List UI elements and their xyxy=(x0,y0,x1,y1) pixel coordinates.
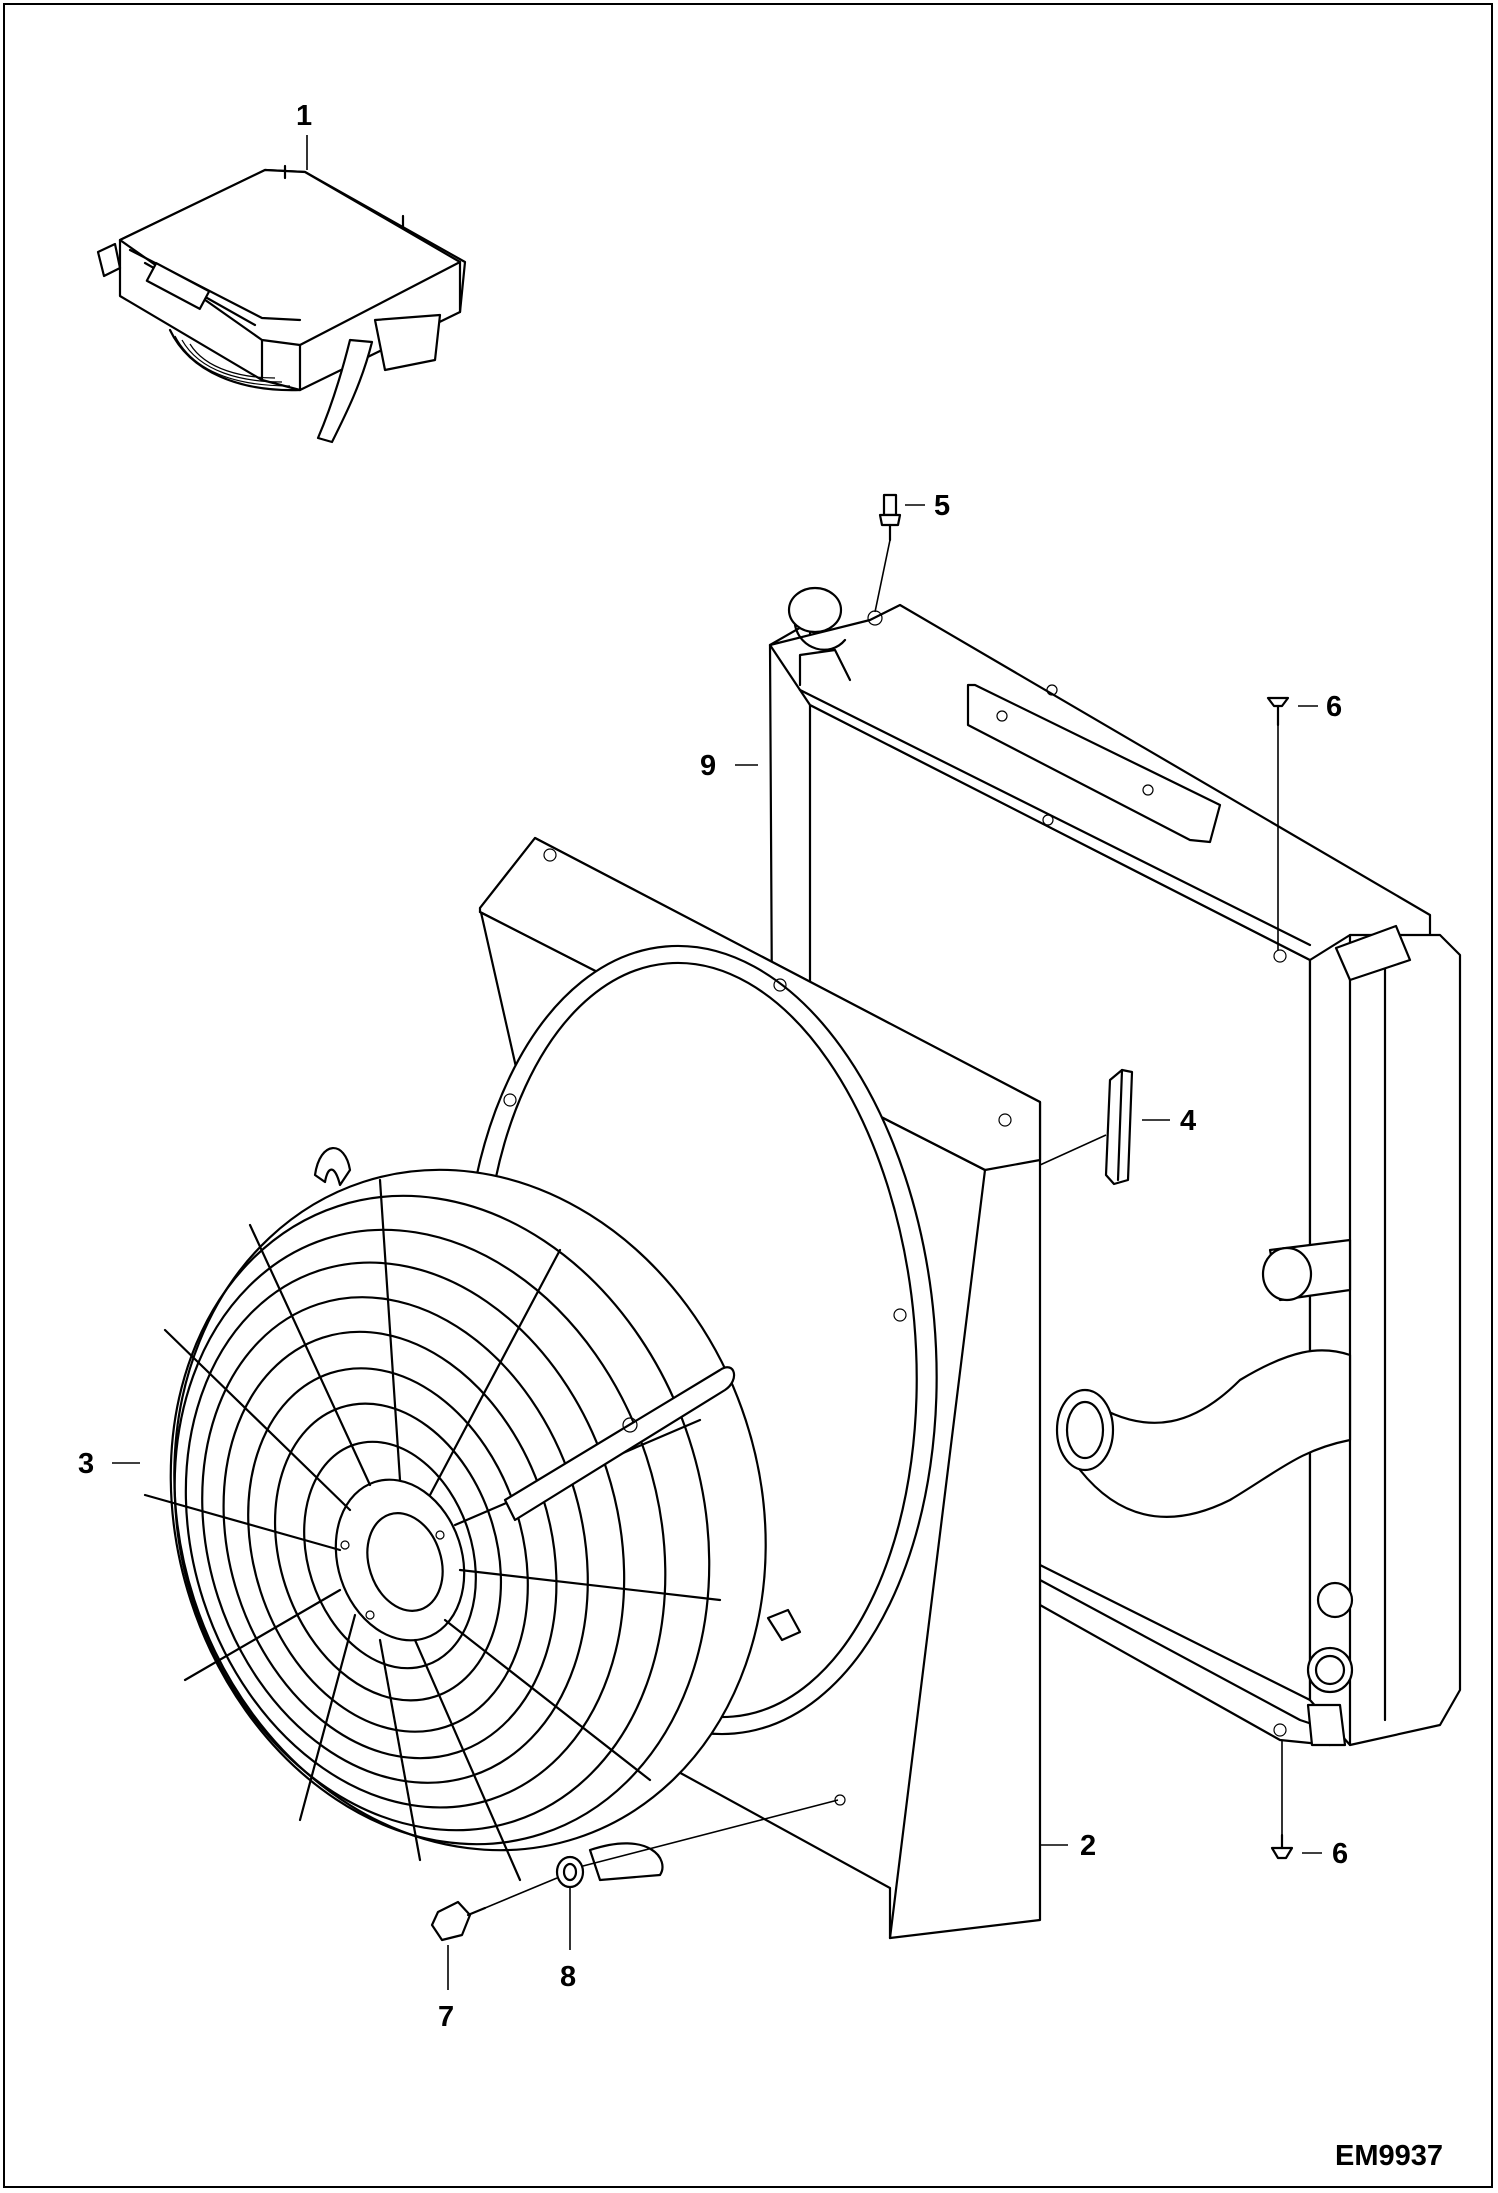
callout-3: 3 xyxy=(78,1448,94,1480)
leader-lines xyxy=(112,135,1322,1990)
callout-2: 2 xyxy=(1080,1830,1096,1862)
callout-6-bottom: 6 xyxy=(1332,1838,1348,1870)
callout-6-top: 6 xyxy=(1326,691,1342,723)
callout-8: 8 xyxy=(560,1961,576,1993)
callout-1: 1 xyxy=(296,100,312,132)
assembly-thumbnail xyxy=(96,164,467,444)
callout-7: 7 xyxy=(438,2001,454,2033)
seal-strip-part xyxy=(1104,1068,1134,1186)
bolt-7 xyxy=(430,1900,487,1942)
fan-guard xyxy=(143,1147,767,1882)
screw-6-top xyxy=(1266,696,1290,727)
callout-4: 4 xyxy=(1180,1105,1196,1137)
drawing-code: EM9937 xyxy=(1335,2140,1443,2172)
callout-9: 9 xyxy=(700,750,716,782)
bolt-5 xyxy=(878,493,902,542)
screw-6-bottom xyxy=(1270,1833,1294,1860)
callout-5: 5 xyxy=(934,490,950,522)
washer-8 xyxy=(555,1855,585,1889)
